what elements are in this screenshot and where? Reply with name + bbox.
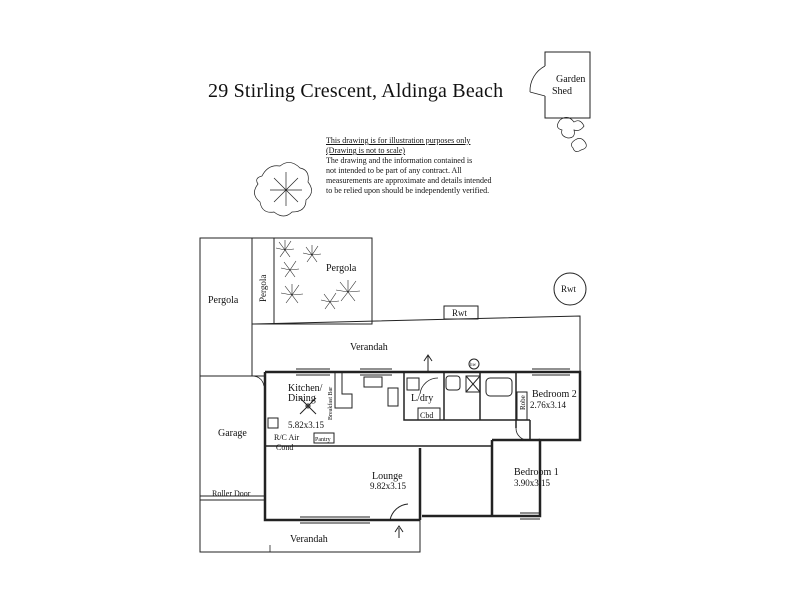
label-laundry: L/dry: [411, 393, 433, 404]
tree-symbol: [254, 162, 312, 217]
entry-arrow-front: [389, 503, 409, 538]
label-rwt-box: Rwt: [452, 308, 468, 318]
disclaimer-line-5: measurements are approximate and details…: [326, 176, 492, 185]
ceiling-fan-icon: [299, 397, 317, 415]
fern-plants: [275, 240, 361, 310]
label-rwt-tank: Rwt: [561, 284, 577, 294]
disclaimer-note: This drawing is for illustration purpose…: [326, 136, 516, 196]
label-pergola-vertical: Pergola: [258, 275, 268, 302]
label-rc-air-1: R/C Air: [274, 433, 299, 442]
label-verandah-top: Verandah: [350, 342, 388, 353]
label-bedroom-1: Bedroom 1: [514, 467, 559, 478]
label-bedroom-2: Bedroom 2: [532, 389, 577, 400]
label-garage: Garage: [218, 428, 247, 439]
cbd-box: [417, 407, 441, 421]
label-rc-air-2: Cond: [276, 443, 293, 452]
label-kitchen-2: Dining: [288, 393, 316, 404]
label-bedroom-2-dims: 2.76x3.14: [530, 400, 567, 410]
label-hw: hw: [470, 363, 477, 368]
label-pergola-right: Pergola: [326, 263, 357, 274]
verandah-outline: [251, 315, 581, 378]
disclaimer-line-2: (Drawing is not to scale): [326, 146, 406, 155]
label-verandah-bottom: Verandah: [290, 534, 328, 545]
pergola-right-area: [251, 237, 373, 325]
pergola-left-area: [199, 237, 253, 377]
garden-shed: [529, 51, 591, 119]
entry-arrow-top: [423, 354, 433, 372]
label-garden-shed-2: Shed: [552, 86, 572, 97]
label-kitchen-dims: 5.82x3.15: [288, 420, 325, 430]
label-breakfast-bar: Breakfast Bar: [327, 387, 334, 420]
shrub-shed: [557, 117, 587, 152]
label-pantry: Pantry: [315, 437, 331, 443]
label-robe: Robe: [519, 395, 527, 410]
disclaimer-line-6: to be relied upon should be independentl…: [326, 186, 490, 195]
label-pergola-left: Pergola: [208, 295, 239, 306]
disclaimer-line-4: not intended to be part of any contract.…: [326, 166, 462, 175]
property-address-title: 29 Stirling Crescent, Aldinga Beach: [208, 80, 504, 102]
label-lounge-dims: 9.82x3.15: [370, 481, 407, 491]
label-roller-door: Roller Door: [212, 489, 251, 498]
label-bedroom-1-dims: 3.90x3.15: [514, 478, 551, 488]
pantry-box: [313, 432, 335, 444]
disclaimer-line-1: This drawing is for illustration purpose…: [326, 136, 471, 145]
label-garden-shed-1: Garden: [556, 74, 585, 85]
label-kitchen-1: Kitchen/: [288, 383, 323, 394]
label-lounge: Lounge: [372, 471, 403, 482]
label-cbd: Cbd: [420, 411, 433, 420]
garage-outline: [199, 375, 266, 497]
verandah-bottom-outline: [199, 496, 421, 553]
rainwater-tank: [553, 272, 587, 306]
disclaimer-line-3: The drawing and the information containe…: [326, 156, 473, 165]
